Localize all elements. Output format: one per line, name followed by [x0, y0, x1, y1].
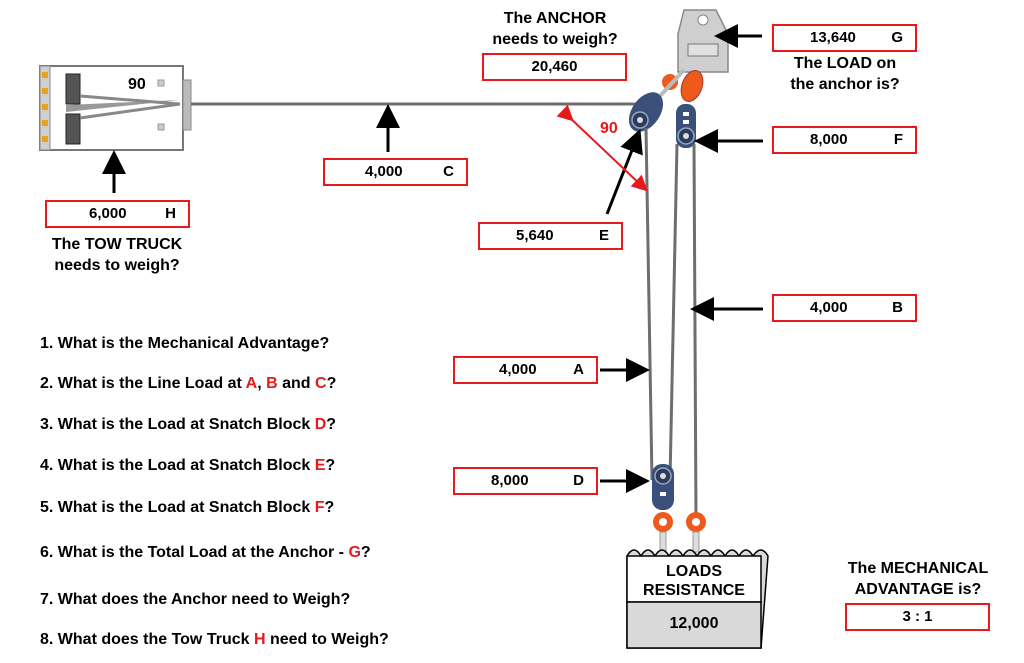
- load-carabiner-icon: [653, 512, 706, 553]
- angle-arrow: [556, 104, 648, 192]
- line-a-letter: A: [573, 361, 584, 378]
- truck-label: 90: [128, 76, 146, 93]
- load-title-line1: LOADS: [666, 563, 722, 580]
- question-text: 8. What does the Tow Truck: [40, 631, 254, 648]
- load-on-anchor-box: 13,640 G: [772, 24, 917, 52]
- block-f-value: 8,000: [810, 131, 848, 148]
- block-e-value: 5,640: [516, 227, 554, 244]
- question-text: ?: [326, 416, 337, 433]
- question-text: ?: [326, 375, 337, 392]
- rope-a: [644, 127, 654, 481]
- block-d-box: 8,000 D: [453, 467, 598, 495]
- question-6: 6. What is the Total Load at the Anchor …: [40, 543, 371, 563]
- line-b-value: 4,000: [810, 299, 848, 316]
- block-f-letter: F: [893, 131, 903, 148]
- tow-truck: [39, 65, 192, 151]
- line-a-box: 4,000 A: [453, 356, 598, 384]
- ma-value: 3 : 1: [902, 608, 933, 625]
- question-1: 1. What is the Mechanical Advantage?: [40, 334, 329, 354]
- line-a-value: 4,000: [499, 361, 537, 378]
- question-2: 2. What is the Line Load at A, B and C?: [40, 374, 336, 394]
- load-on-anchor-letter: G: [891, 29, 903, 46]
- question-8: 8. What does the Tow Truck H need to Wei…: [40, 630, 389, 650]
- load-resistance-icon: [626, 549, 769, 649]
- question-text: 4. What is the Load at Snatch Block: [40, 457, 315, 474]
- load-on-anchor-value: 13,640: [810, 29, 856, 46]
- truck-weight-box: 6,000 H: [45, 200, 190, 228]
- angle-label: 90: [600, 120, 618, 137]
- block-d-value: 8,000: [491, 472, 529, 489]
- question-4: 4. What is the Load at Snatch Block E?: [40, 456, 335, 476]
- line-c-letter: C: [443, 163, 454, 180]
- block-e-box: 5,640 E: [478, 222, 623, 250]
- line-c-box: 4,000 C: [323, 158, 468, 186]
- question-text: 5. What is the Load at Snatch Block: [40, 499, 315, 516]
- line-b-letter: B: [892, 299, 903, 316]
- question-text: 7. What does the Anchor need to Weigh?: [40, 591, 351, 608]
- question-text: ?: [360, 544, 371, 561]
- anchor-plate-icon: [677, 9, 729, 73]
- ma-box: 3 : 1: [845, 603, 990, 631]
- ma-caption: The MECHANICAL ADVANTAGE is?: [826, 558, 1010, 600]
- truck-weight-value: 6,000: [89, 205, 127, 222]
- truck-caption-line2: needs to weigh?: [54, 257, 180, 274]
- question-3: 3. What is the Load at Snatch Block D?: [40, 415, 336, 435]
- question-letter: B: [266, 375, 278, 392]
- anchor-carabiner-icon: [658, 68, 704, 102]
- snatch-block-d-icon: [652, 464, 674, 510]
- question-text: 6. What is the Total Load at the Anchor …: [40, 544, 349, 561]
- anchor-weight-box: 20,460: [482, 53, 627, 81]
- question-letter: F: [314, 499, 325, 516]
- truck-caption-line1: The TOW TRUCK: [51, 236, 183, 253]
- rope-b: [668, 143, 679, 481]
- block-d-letter: D: [573, 472, 584, 489]
- anchor-caption: The ANCHOR needs to weigh?: [470, 8, 640, 50]
- block-f-box: 8,000 F: [772, 126, 917, 154]
- question-text: ,: [257, 375, 267, 392]
- ma-caption-line2: ADVANTAGE is?: [854, 581, 982, 598]
- question-text: and: [277, 375, 316, 392]
- load-on-anchor-caption-line2: the anchor is?: [790, 76, 900, 93]
- load-on-anchor-caption-line1: The LOAD on: [793, 55, 897, 72]
- question-letter: D: [314, 416, 327, 433]
- load-on-anchor-caption: The LOAD on the anchor is?: [760, 53, 930, 95]
- question-5: 5. What is the Load at Snatch Block F?: [40, 498, 334, 518]
- line-b-box: 4,000 B: [772, 294, 917, 322]
- question-letter: G: [348, 544, 361, 561]
- question-text: 3. What is the Load at Snatch Block: [40, 416, 315, 433]
- question-text: need to Weigh?: [265, 631, 389, 648]
- truck-caption: The TOW TRUCK needs to weigh?: [32, 234, 202, 276]
- block-e-letter: E: [598, 227, 609, 244]
- question-text: 2. What is the Line Load at: [40, 375, 246, 392]
- anchor-caption-line1: The ANCHOR: [503, 10, 607, 27]
- question-letter: E: [314, 457, 326, 474]
- snatch-block-f-icon: [676, 104, 696, 148]
- question-letter: H: [253, 631, 266, 648]
- question-text: 1. What is the Mechanical Advantage?: [40, 335, 330, 352]
- question-text: ?: [325, 457, 336, 474]
- question-letter: A: [245, 375, 258, 392]
- line-c-value: 4,000: [365, 163, 403, 180]
- question-text: ?: [324, 499, 335, 516]
- load-title: LOADS RESISTANCE: [627, 562, 761, 600]
- question-7: 7. What does the Anchor need to Weigh?: [40, 590, 350, 610]
- question-letter: C: [315, 375, 327, 392]
- load-title-line2: RESISTANCE: [643, 582, 745, 599]
- load-value: 12,000: [669, 615, 719, 632]
- anchor-weight-value: 20,460: [531, 58, 578, 75]
- anchor-caption-line2: needs to weigh?: [492, 31, 618, 48]
- rope-anchor-end: [692, 143, 698, 521]
- ma-caption-line1: The MECHANICAL: [847, 560, 989, 577]
- truck-weight-letter: H: [165, 205, 176, 222]
